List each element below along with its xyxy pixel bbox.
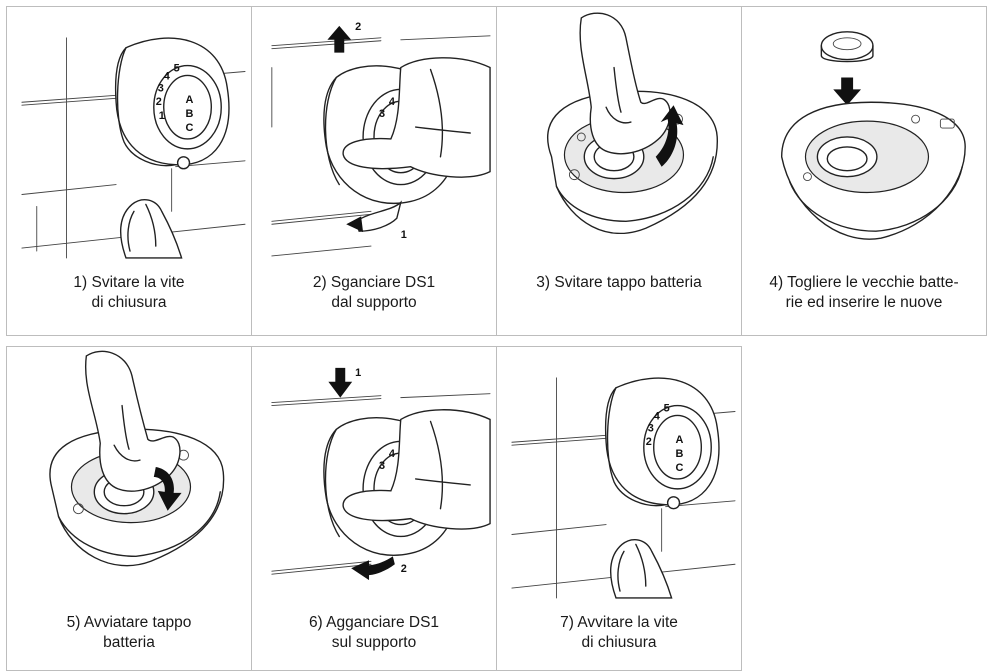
dial-number: 4 (389, 96, 395, 108)
curved-arrow-icon (356, 202, 401, 231)
arrow-label: 2 (355, 21, 361, 33)
dial-number: 3 (379, 108, 385, 120)
arrow-label: 1 (401, 229, 407, 241)
dial-number: 5 (174, 63, 180, 75)
step-5-panel: 5) Avviatare tappo batteria (6, 346, 252, 671)
step-7-panel: 3 4 5 2 A B C 7) Avvitare la vite di chi… (496, 346, 742, 671)
step-4-caption: 4) Togliere le vecchie batte- rie ed ins… (746, 273, 982, 313)
step-5-illustration (7, 347, 251, 599)
step-6-panel: 1 3 4 5 A 2 6) Agganciare DS1 sul suppor… (251, 346, 497, 671)
curved-arrow-icon (351, 556, 395, 580)
mode-label: A (676, 434, 684, 446)
dial-number: 4 (654, 410, 660, 422)
dial-number: 3 (379, 460, 385, 472)
dial-number: 4 (164, 70, 170, 82)
dial-number: 2 (646, 436, 652, 448)
dial-number: 5 (664, 403, 670, 415)
mode-label: A (186, 94, 194, 106)
arrow-label: 1 (355, 367, 361, 379)
dial-number: 3 (158, 82, 164, 94)
step-5-caption: 5) Avviatare tappo batteria (11, 613, 247, 653)
step-3-panel: 3) Svitare tappo batteria (496, 6, 742, 336)
arrow-up-icon (327, 26, 351, 53)
step-6-caption: 6) Agganciare DS1 sul supporto (256, 613, 492, 653)
dial-number: 1 (159, 110, 165, 122)
step-3-caption: 3) Svitare tappo batteria (501, 273, 737, 293)
step-2-caption: 2) Sganciare DS1 dal supporto (256, 273, 492, 313)
screw-icon (178, 157, 190, 169)
step-2-panel: 2 3 4 5 A B 1 2) Sganciare DS1 dal su (251, 6, 497, 336)
arrow-down-icon (833, 77, 861, 105)
step-4-panel: + 4) Togliere le vecchie batte- rie ed i… (741, 6, 987, 336)
step-1-illustration: 3 4 5 2 1 A B C (7, 7, 251, 259)
arrow-down-icon (328, 368, 352, 398)
battery-cap-icon (821, 32, 873, 60)
dial-number: 4 (389, 448, 395, 460)
mode-label: C (676, 462, 684, 474)
step-4-illustration: + (742, 7, 986, 259)
dial-number: 2 (156, 96, 162, 108)
step-1-panel: 3 4 5 2 1 A B C 1) Svitare la vite di ch… (6, 6, 252, 336)
mode-label: B (676, 448, 684, 460)
step-2-illustration: 2 3 4 5 A B 1 (252, 7, 496, 259)
step-7-illustration: 3 4 5 2 A B C (497, 347, 741, 599)
step-6-illustration: 1 3 4 5 A 2 (252, 347, 496, 599)
mode-label: C (186, 122, 194, 134)
dial-number: 3 (648, 422, 654, 434)
step-3-illustration (497, 7, 741, 259)
mode-label: B (186, 108, 194, 120)
step-7-caption: 7) Avvitare la vite di chiusura (501, 613, 737, 653)
arrow-label: 2 (401, 563, 407, 575)
screw-icon (668, 497, 680, 509)
step-1-caption: 1) Svitare la vite di chiusura (11, 273, 247, 313)
